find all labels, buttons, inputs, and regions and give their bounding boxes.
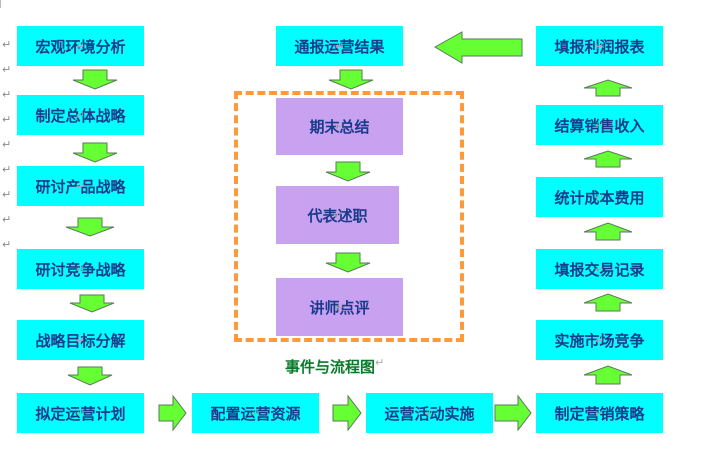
paragraph-mark: ↵ (2, 113, 12, 126)
arrow-left-icon (433, 31, 523, 64)
arrow-right-icon (158, 394, 187, 432)
node-profit-report: 填报利润报表↵ (536, 26, 663, 66)
arrow-down-icon (65, 217, 115, 237)
paragraph-mark: ↵ (2, 238, 12, 251)
arrow-up-icon (583, 365, 633, 385)
paragraph-mark: ↵ (2, 63, 12, 76)
arrow-right-icon (332, 394, 362, 432)
node-cost-statistics: 统计成本费用↵ (536, 177, 663, 217)
paragraph-mark: ↵ (2, 213, 12, 226)
arrow-up-icon (583, 293, 633, 312)
arrow-down-icon (72, 69, 118, 90)
paragraph-mark: ↵ (2, 188, 12, 201)
node-overall-strategy: 制定总体战略↵ (17, 95, 144, 135)
node-representative-report: 代表述职↵ (276, 186, 399, 244)
arrow-down-icon (325, 252, 371, 273)
node-operation-plan: 拟定运营计划↵ (17, 393, 144, 433)
summary-group-frame (234, 91, 464, 342)
node-period-summary: 期末总结↵ (276, 98, 403, 155)
node-market-competition: 实施市场竞争↵ (536, 320, 663, 360)
node-macro-environment: 宏观环境分析↵ (17, 26, 144, 66)
node-marketing-strategy: 制定营销策略↵ (536, 393, 663, 433)
arrow-down-icon (328, 69, 374, 90)
page-corner-mark (0, 0, 7, 8)
arrow-up-icon (583, 150, 633, 168)
node-product-strategy: 研讨产品战略↵ (17, 166, 144, 206)
arrow-down-icon (69, 294, 115, 313)
arrow-up-icon (583, 79, 633, 97)
arrow-down-icon (325, 161, 371, 182)
node-report-results: 通报运营结果↵ (276, 26, 403, 66)
paragraph-mark: ↵ (2, 138, 12, 151)
arrow-right-icon (494, 394, 532, 432)
node-goal-breakdown: 战略目标分解↵ (17, 320, 144, 360)
node-sales-revenue: 结算销售收入↵ (536, 105, 663, 145)
node-allocate-resources: 配置运营资源↵ (192, 393, 319, 433)
paragraph-mark: ↵ (2, 163, 12, 176)
diagram-caption: 事件与流程图↵ (285, 356, 385, 376)
node-operation-activities: 运营活动实施↵ (366, 393, 493, 433)
arrow-down-icon (67, 366, 113, 386)
arrow-down-icon (72, 142, 118, 163)
paragraph-mark: ↵ (2, 38, 12, 51)
node-instructor-review: 讲师点评↵ (276, 278, 403, 336)
paragraph-mark: ↵ (2, 88, 12, 101)
node-competition-strategy: 研讨竞争战略↵ (17, 249, 144, 289)
node-transaction-records: 填报交易记录↵ (536, 249, 663, 289)
arrow-up-icon (583, 222, 633, 241)
